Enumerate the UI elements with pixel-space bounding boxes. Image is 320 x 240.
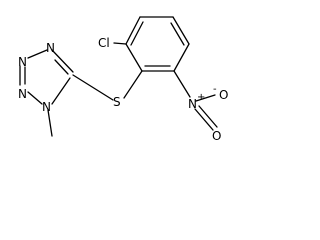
bond-c2-c3 — [125, 16, 141, 45]
bond-c5-n4-double — [54, 59, 69, 75]
atom-nitro-n: N — [188, 97, 197, 111]
bond-n1-c5 — [51, 77, 71, 105]
benzene-ring — [125, 16, 190, 72]
atom-n3: N — [18, 55, 27, 69]
atom-s: S — [113, 95, 121, 109]
atom-o-top: O — [219, 88, 228, 102]
bond-c1-c2 — [125, 43, 143, 72]
bond-c2-cl — [113, 42, 127, 45]
bond-c5-c6 — [173, 43, 190, 72]
bond-c5-n4 — [51, 49, 74, 73]
atom-o-right: O — [212, 129, 221, 143]
bond-c6-nitro — [173, 70, 191, 98]
atom-n4: N — [46, 41, 55, 55]
bond-n2-n1 — [27, 91, 43, 105]
bond-c4-c5-double — [170, 22, 185, 46]
tetrazole-ring — [19, 49, 74, 105]
bond-c4-c5 — [172, 16, 190, 45]
bond-c2-c3-double — [130, 21, 144, 46]
atom-n2: N — [18, 87, 27, 101]
nitro-n-charge: + — [197, 92, 205, 103]
bond-s-c1 — [123, 70, 143, 99]
bond-n1-methyl — [47, 109, 53, 137]
bond-nitro-o-top — [195, 94, 216, 102]
o-top-charge: - — [213, 84, 217, 95]
atom-cl: Cl — [98, 36, 110, 50]
bond-n4-n3 — [27, 49, 48, 59]
molecule-structure: N N N N S Cl N + O - O — [18, 16, 228, 143]
bond-nitro-o-right-double — [198, 105, 218, 128]
atom-n1: N — [42, 100, 51, 114]
bond-nitro-o-right — [194, 108, 214, 131]
bond-c5-s — [72, 74, 114, 101]
